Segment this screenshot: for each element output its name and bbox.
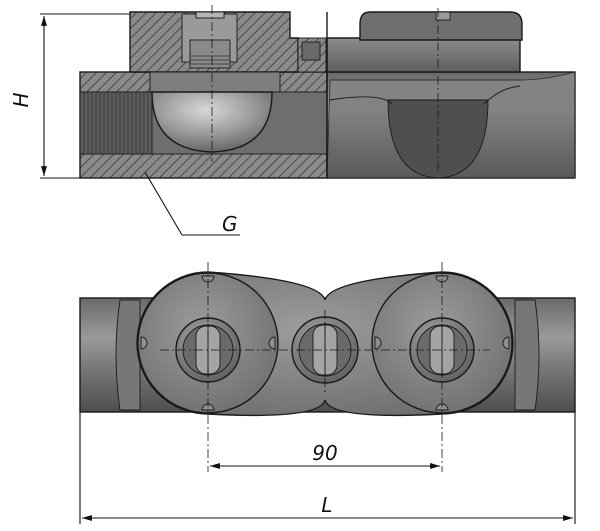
section-right-half: [326, 8, 576, 179]
height-dimension: H: [9, 13, 130, 179]
thread-lines: [83, 92, 149, 154]
section-view: [79, 5, 576, 179]
section-left-half: [79, 5, 328, 179]
plan-view: [79, 262, 576, 472]
height-label: H: [9, 92, 33, 107]
length-dimension: L: [79, 412, 576, 524]
center-distance-dimension: 90: [210, 441, 440, 469]
length-label: L: [321, 493, 332, 517]
thread-label: G: [222, 212, 238, 236]
center-distance-label: 90: [312, 441, 337, 465]
thread-leader: G: [144, 171, 240, 236]
